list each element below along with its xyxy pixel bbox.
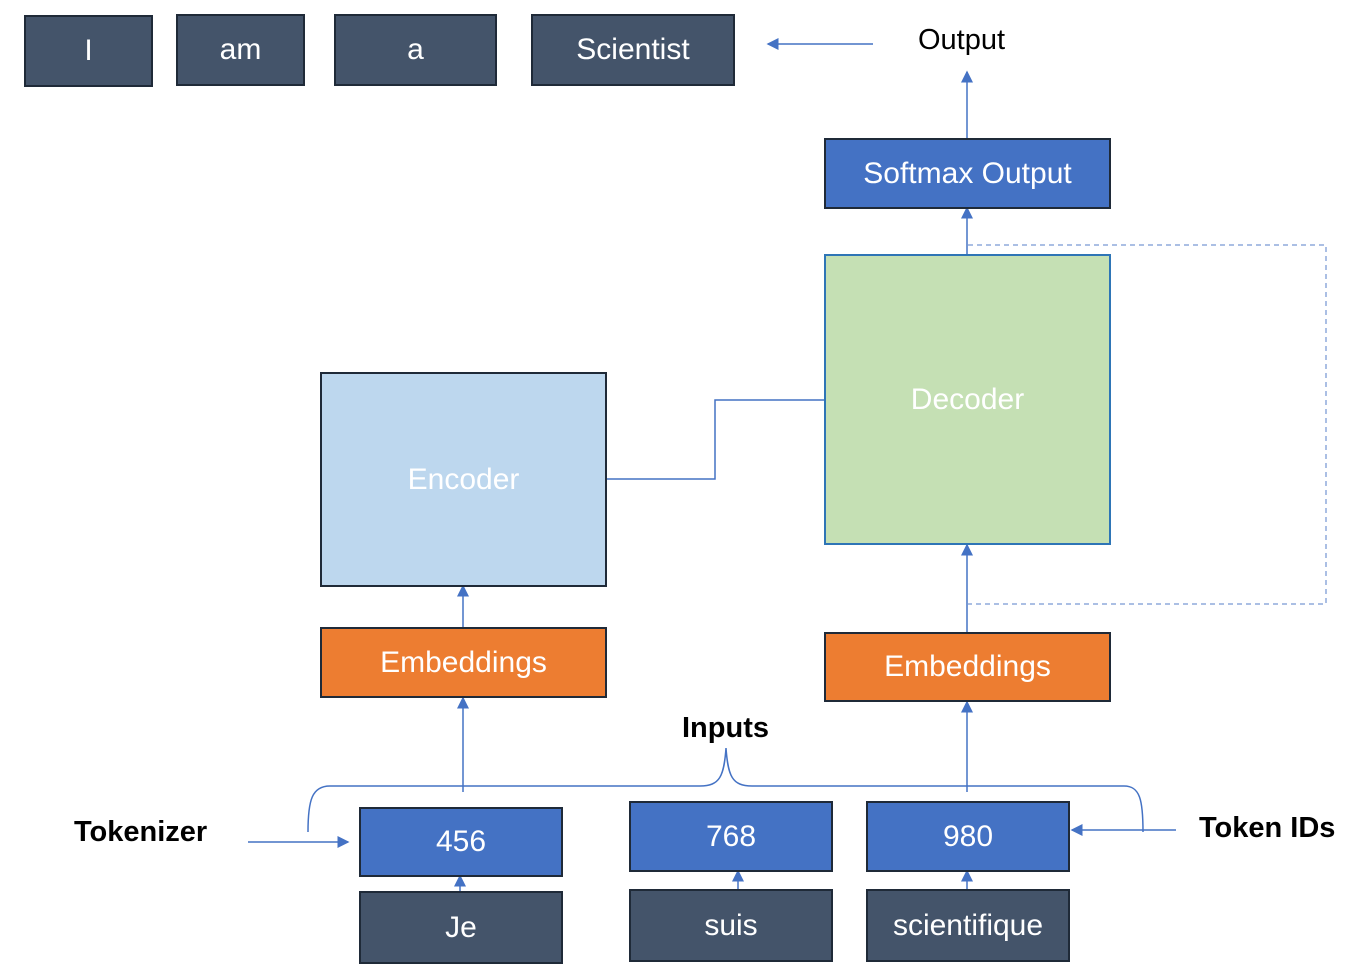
embeddings-left-block: Embeddings bbox=[320, 627, 607, 698]
softmax-output-block: Softmax Output bbox=[824, 138, 1111, 209]
output-token-i: I bbox=[24, 15, 153, 87]
output-token-am: am bbox=[176, 14, 305, 86]
token-id-768: 768 bbox=[629, 801, 833, 872]
decoder-block: Decoder bbox=[824, 254, 1111, 545]
inputs-brace bbox=[307, 747, 1144, 833]
token-id-456: 456 bbox=[359, 807, 563, 877]
token-id-980: 980 bbox=[866, 801, 1070, 872]
input-word-je: Je bbox=[359, 891, 563, 964]
tokenizer-label: Tokenizer bbox=[74, 816, 208, 848]
output-label: Output bbox=[918, 24, 1006, 56]
token-ids-label: Token IDs bbox=[1199, 812, 1336, 844]
inputs-label: Inputs bbox=[682, 712, 769, 744]
feedback-loop-dashed bbox=[968, 244, 1327, 605]
encoder-block: Encoder bbox=[320, 372, 607, 587]
embeddings-right-block: Embeddings bbox=[824, 632, 1111, 702]
output-token-scientist: Scientist bbox=[531, 14, 735, 86]
input-word-scientifique: scientifique bbox=[866, 889, 1070, 962]
output-token-a: a bbox=[334, 14, 497, 86]
input-word-suis: suis bbox=[629, 889, 833, 962]
encoder-to-decoder-line bbox=[606, 399, 824, 480]
